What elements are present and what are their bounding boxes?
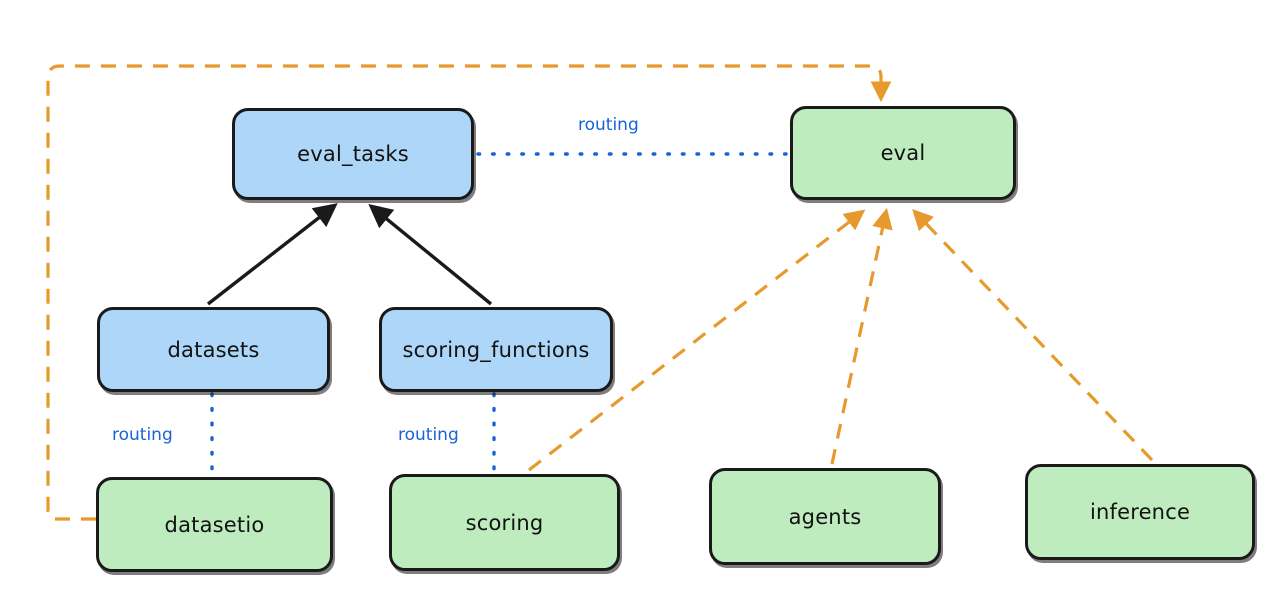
node-inference-label: inference	[1089, 500, 1191, 524]
node-eval-tasks-label: eval_tasks	[297, 142, 409, 166]
edge-label-routing-eval-tasks-eval: routing	[578, 115, 639, 135]
node-datasets-label: datasets	[167, 337, 260, 362]
edge-label-routing-scoring-functions-scoring: routing	[398, 425, 459, 445]
edge-scoring-to-eval	[528, 209, 866, 472]
node-agents-label: agents	[788, 504, 862, 529]
node-scoring-functions[interactable]: scoring_functions	[379, 307, 613, 392]
edge-scoring-functions-to-eval-tasks	[368, 203, 493, 306]
node-datasets[interactable]: datasets	[97, 307, 330, 392]
node-datasetio[interactable]: datasetio	[96, 477, 333, 572]
node-scoring-label: scoring	[465, 510, 544, 535]
node-agents[interactable]: agents	[709, 468, 941, 565]
node-eval[interactable]: eval	[790, 106, 1016, 200]
edge-label-routing-datasets-datasetio: routing	[112, 425, 173, 445]
node-scoring[interactable]: scoring	[389, 474, 620, 571]
edge-agents-to-eval	[830, 207, 893, 465]
node-inference[interactable]: inference	[1025, 464, 1255, 560]
node-datasetio-label: datasetio	[164, 512, 265, 537]
edge-datasets-to-eval-tasks	[206, 203, 338, 306]
edge-datasetio-to-eval	[46, 64, 892, 521]
node-scoring-functions-label: scoring_functions	[402, 337, 590, 362]
node-eval-label: eval	[880, 141, 926, 165]
edge-inference-to-eval	[912, 208, 1154, 462]
node-eval-tasks[interactable]: eval_tasks	[232, 108, 474, 200]
